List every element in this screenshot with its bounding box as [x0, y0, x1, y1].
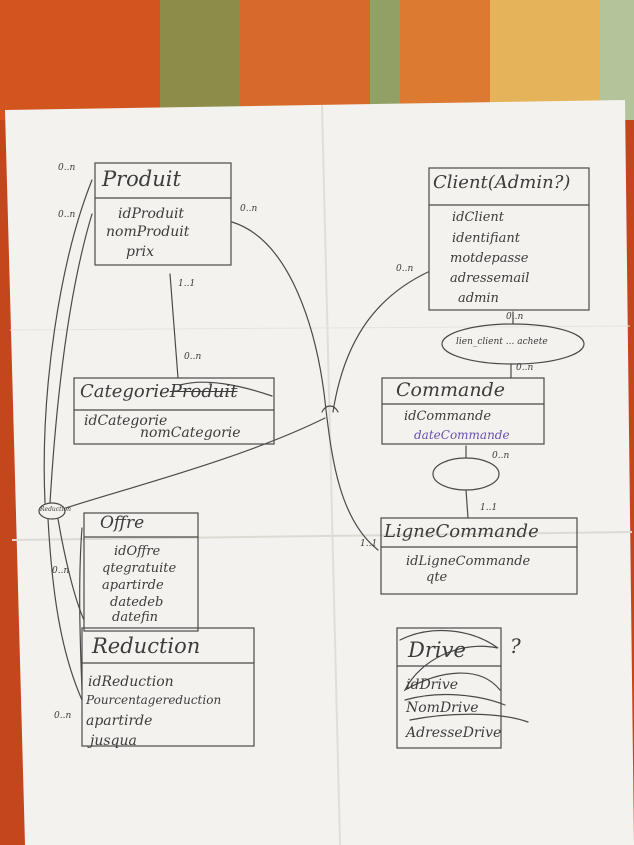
multiplicity-label: 0..n — [492, 451, 510, 461]
commande-box — [381, 377, 545, 445]
produit-reduction-curve-1 — [43, 179, 93, 504]
paper-shape — [5, 100, 634, 845]
link-crossing-hump — [321, 405, 339, 413]
crossing-reduction-link — [65, 417, 326, 509]
offre-box — [83, 512, 199, 632]
client-attribute: identifiant — [452, 231, 520, 246]
reduction-attribute: idReduction — [88, 674, 174, 690]
multiplicity-label: 0..n — [516, 363, 534, 373]
produit-title: Produit — [102, 167, 181, 191]
produit-attribute: prix — [126, 244, 155, 260]
categorie-title: CategorieProduit — [80, 381, 238, 402]
drive-scribble — [399, 630, 501, 692]
commande-attribute: dateCommande — [414, 428, 510, 442]
offre-reduction-link — [79, 527, 83, 691]
multiplicity-label: 0..n — [58, 163, 76, 173]
categorie-attribute: idCategorie — [84, 413, 168, 429]
drive-box — [396, 627, 502, 749]
fabric-stripe — [160, 0, 240, 120]
offre-attribute: idOffre — [114, 544, 161, 559]
drive-question-mark: ? — [510, 634, 521, 658]
produit-reduction-curve-2 — [49, 213, 93, 504]
reduction-association-label: Reduction — [40, 506, 71, 513]
ligne-commande-title: LigneCommande — [384, 521, 539, 542]
fabric-stripe — [600, 0, 634, 120]
client-commande-association-label: lien_client ... achete — [456, 337, 548, 347]
drive-attribute: AdresseDrive — [406, 725, 502, 741]
offre-attribute: datedeb — [110, 595, 164, 610]
reduction-attribute: apartirde — [86, 713, 153, 729]
drive-attribute: idDrive — [406, 677, 459, 693]
multiplicity-label: 0..n — [52, 566, 70, 576]
multiplicity-label: 1..1 — [178, 279, 196, 289]
multiplicity-label: 0..n — [58, 210, 76, 220]
client-commande-curve — [332, 271, 429, 413]
produit-attribute: nomProduit — [106, 224, 190, 240]
association-offre-link — [57, 518, 85, 621]
multiplicity-label: 0..n — [396, 264, 414, 274]
commande-attribute: idCommande — [404, 409, 492, 424]
offre-title: Offre — [100, 513, 145, 533]
client-attribute: motdepasse — [450, 251, 529, 266]
offre-attribute: qtegratuite — [102, 561, 177, 576]
multiplicity-label: 1..1 — [480, 503, 498, 513]
fabric-stripe — [240, 0, 370, 120]
client-title: Client(Admin?) — [433, 172, 571, 193]
categorie-title-struck: Produit — [169, 381, 238, 402]
client-attribute: idClient — [452, 210, 505, 225]
client-box — [428, 167, 590, 311]
fabric-stripe — [0, 0, 160, 120]
fabric-stripe — [400, 0, 490, 120]
fold-crease — [11, 531, 633, 541]
categorie-attribute: nomCategorie — [140, 425, 241, 441]
drive-title: Drive — [408, 638, 466, 662]
reduction-attribute: Pourcentagereduction — [86, 693, 222, 707]
ligne-commande-attribute: qte — [426, 570, 448, 585]
reduction-attribute: jusqua — [90, 733, 137, 749]
drive-attribute: NomDrive — [406, 700, 479, 716]
ligne-commande-box — [380, 517, 578, 595]
reduction-title: Reduction — [92, 634, 201, 658]
fold-crease — [321, 104, 341, 845]
categorie-box — [73, 377, 275, 445]
produit-box — [94, 162, 232, 266]
client-attribute: admin — [458, 291, 499, 306]
produit-categorie-link — [169, 273, 179, 379]
client-attribute: adressemail — [450, 271, 530, 286]
produit-attribute: idProduit — [118, 206, 185, 222]
produit-ligne-link — [231, 221, 379, 551]
fabric-stripe — [490, 0, 600, 120]
multiplicity-label: 0..n — [184, 352, 202, 362]
association-ligne-link — [465, 489, 469, 519]
reduction-association — [38, 502, 66, 520]
ligne-commande-attribute: idLigneCommande — [406, 554, 531, 569]
commande-title: Commande — [396, 379, 505, 401]
fabric-stripe — [370, 0, 400, 120]
drive-scribble-2 — [404, 693, 529, 723]
multiplicity-label: 0..n — [506, 312, 524, 322]
offre-attribute: apartirde — [102, 578, 164, 593]
multiplicity-label: 1..1 — [360, 539, 378, 549]
categorie-strike-scribble — [179, 381, 273, 397]
offre-attribute: datefin — [112, 610, 159, 625]
fold-crease — [9, 325, 631, 331]
multiplicity-label: 0..n — [240, 204, 258, 214]
multiplicity-label: 0..n — [54, 711, 72, 721]
association-reduction-link — [47, 518, 83, 701]
